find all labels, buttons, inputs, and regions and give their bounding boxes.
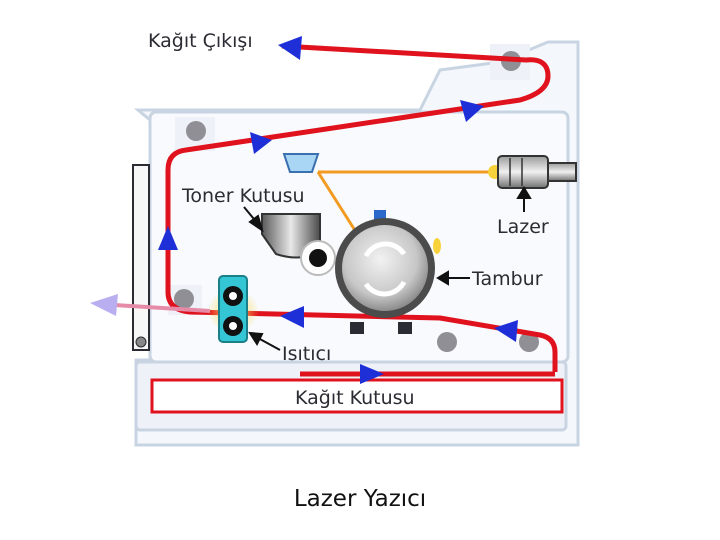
fuser bbox=[207, 275, 259, 343]
roller-left-lower bbox=[174, 289, 194, 309]
laser-printer-diagram: Kağıt Çıkışı Toner Kutusu Lazer Tambur I… bbox=[90, 30, 580, 447]
figure-caption: Lazer Yazıcı bbox=[293, 486, 427, 512]
arrow-exit bbox=[278, 36, 302, 60]
arrow-left-column bbox=[158, 226, 178, 250]
laser-beam bbox=[316, 170, 492, 233]
laser-unit bbox=[488, 155, 577, 189]
label-drum: Tambur bbox=[471, 268, 543, 290]
label-paper-tray: Kağıt Kutusu bbox=[295, 387, 415, 409]
toner-cartridge bbox=[261, 153, 336, 276]
arrow-bottom bbox=[360, 364, 384, 384]
paper-path bbox=[165, 43, 558, 372]
roller-bottom-mid bbox=[437, 332, 457, 352]
arrow-under-drum bbox=[280, 306, 304, 328]
roller-top-left bbox=[186, 121, 206, 141]
label-toner-box: Toner Kutusu bbox=[181, 185, 305, 207]
label-paper-exit: Kağıt Çıkışı bbox=[148, 30, 253, 52]
leader-lines bbox=[243, 186, 532, 351]
arrow-upper-right bbox=[460, 100, 484, 122]
arrow-upper-left bbox=[250, 132, 272, 154]
side-exit-arrow bbox=[90, 294, 211, 316]
drum bbox=[335, 210, 441, 334]
arrow-lower-right bbox=[494, 320, 518, 342]
label-laser: Lazer bbox=[497, 216, 549, 238]
side-door bbox=[132, 164, 150, 351]
guide-rollers bbox=[168, 44, 539, 352]
label-heater: Isıtıcı bbox=[282, 343, 331, 365]
paper-tray bbox=[150, 378, 564, 414]
roller-bottom-right bbox=[519, 332, 539, 352]
direction-arrows bbox=[158, 36, 518, 384]
